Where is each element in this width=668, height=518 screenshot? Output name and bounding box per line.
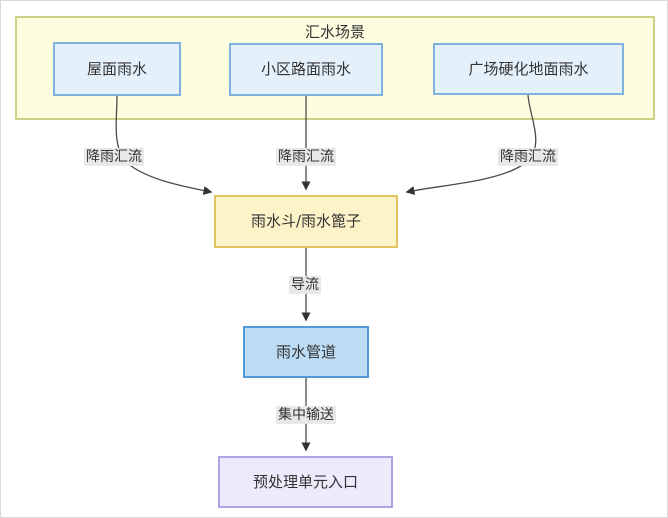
edge-label-diversion: 导流 <box>289 275 321 295</box>
edge-label-rain-confluence-1: 降雨汇流 <box>84 147 144 167</box>
node-pretreatment-inlet-label: 预处理单元入口 <box>252 472 358 491</box>
node-pretreatment-inlet: 预处理单元入口 <box>218 456 393 508</box>
edge-label-rain-confluence-3: 降雨汇流 <box>498 147 558 167</box>
subgraph-title: 汇水场景 <box>304 23 365 41</box>
node-rainwater-pipe-label: 雨水管道 <box>275 342 336 361</box>
node-plaza-rainwater: 广场硬化地面雨水 <box>433 43 624 95</box>
edge-label-centralized-conveyance: 集中输送 <box>276 405 336 425</box>
node-roof-rainwater: 屋面雨水 <box>53 42 181 96</box>
node-rain-hopper-grate: 雨水斗/雨水篦子 <box>214 195 398 248</box>
node-plaza-rainwater-label: 广场硬化地面雨水 <box>468 59 589 78</box>
node-rain-hopper-grate-label: 雨水斗/雨水篦子 <box>250 212 362 231</box>
edge-label-rain-confluence-2: 降雨汇流 <box>276 147 336 167</box>
node-road-rainwater-label: 小区路面雨水 <box>260 60 351 79</box>
node-rainwater-pipe: 雨水管道 <box>243 326 369 378</box>
node-road-rainwater: 小区路面雨水 <box>229 43 383 96</box>
node-roof-rainwater-label: 屋面雨水 <box>86 59 147 78</box>
